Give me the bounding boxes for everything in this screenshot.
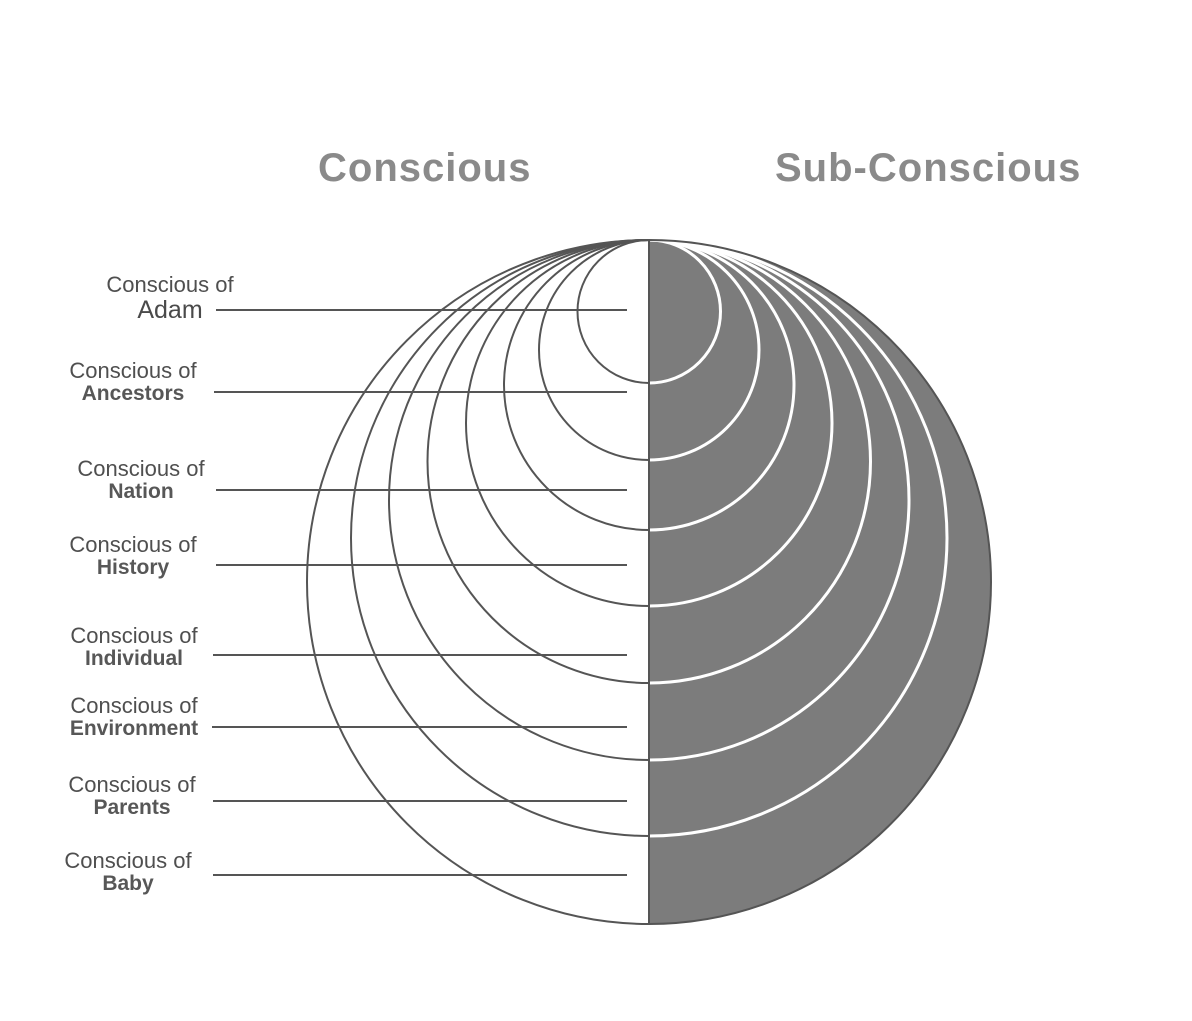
label-prefix: Conscious of xyxy=(70,623,198,648)
ring-4 xyxy=(649,238,834,608)
label-name: Nation xyxy=(108,480,174,503)
conscious-heading: Conscious xyxy=(318,146,532,190)
label-individual: Conscious of Individual xyxy=(44,623,224,670)
label-adam: Conscious of Adam xyxy=(80,274,260,323)
label-name: History xyxy=(96,556,170,579)
label-nation: Conscious of Nation xyxy=(51,456,231,503)
ring-2 xyxy=(649,238,761,462)
label-name: Adam xyxy=(137,296,203,324)
ring-1 xyxy=(649,238,722,385)
ring-7 xyxy=(350,239,649,837)
ring-6 xyxy=(649,238,911,762)
label-name: Individual xyxy=(84,647,183,670)
label-environment: Conscious of Environment xyxy=(44,693,224,740)
label-prefix: Conscious of xyxy=(68,772,196,797)
label-history: Conscious of History xyxy=(43,532,223,579)
label-name: Parents xyxy=(93,796,171,819)
label-name: Ancestors xyxy=(81,382,185,405)
ring-3 xyxy=(649,238,796,532)
ring-4 xyxy=(465,239,649,607)
label-prefix: Conscious of xyxy=(69,532,197,557)
ring-3 xyxy=(503,239,649,531)
label-prefix: Conscious of xyxy=(77,456,205,481)
ring-7 xyxy=(649,238,949,838)
ring-6 xyxy=(388,239,649,761)
label-name: Environment xyxy=(69,717,199,740)
ring-1 xyxy=(576,239,649,384)
label-parents: Conscious of Parents xyxy=(42,772,222,819)
label-ancestors: Conscious of Ancestors xyxy=(43,358,223,405)
label-prefix: Conscious of xyxy=(70,693,198,718)
ring-5 xyxy=(649,238,872,685)
label-name: Baby xyxy=(102,872,154,895)
ring-2 xyxy=(538,239,649,461)
label-prefix: Conscious of xyxy=(106,272,234,297)
label-prefix: Conscious of xyxy=(69,358,197,383)
subconscious-heading: Sub-Conscious xyxy=(775,146,1082,190)
subconscious-half xyxy=(649,240,991,924)
ring-5 xyxy=(426,239,649,684)
label-baby: Conscious of Baby xyxy=(38,848,218,895)
label-prefix: Conscious of xyxy=(64,848,192,873)
